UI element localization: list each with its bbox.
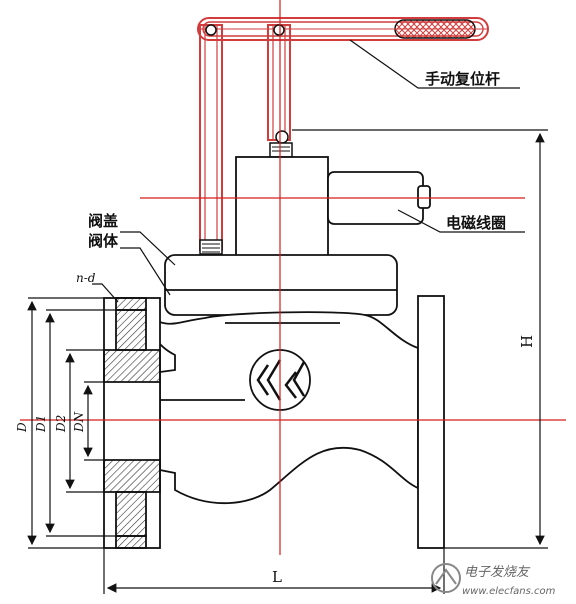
dim-d1: D1: [34, 415, 48, 433]
label-valve-body: 阀体: [88, 232, 119, 250]
dim-length: L: [272, 568, 282, 586]
watermark: 电子发烧友 www.elecfans.com: [431, 563, 556, 597]
valve-body: [143, 311, 419, 505]
centerlines: [20, 0, 566, 555]
dim-dn: DN: [72, 411, 86, 433]
manual-reset-rod: [197, 17, 489, 255]
dim-height: H: [518, 335, 536, 348]
label-reset-rod: 手动复位杆: [425, 70, 500, 88]
label-valve-cover: 阀盖: [88, 212, 118, 230]
dim-d: D: [15, 422, 29, 433]
leader-lines: [92, 39, 525, 303]
solenoid-housing: [235, 156, 431, 258]
watermark-url: www.elecfans.com: [462, 586, 556, 597]
right-flange: [417, 295, 445, 549]
left-flange: [103, 297, 161, 549]
dim-d2: D2: [54, 415, 68, 433]
label-bolt-holes: n-d: [76, 271, 96, 285]
watermark-text: 电子发烧友: [464, 565, 531, 580]
label-solenoid-coil: 电磁线圈: [446, 214, 506, 232]
dimension-lines: [27, 129, 548, 594]
valve-cover: [164, 254, 398, 316]
